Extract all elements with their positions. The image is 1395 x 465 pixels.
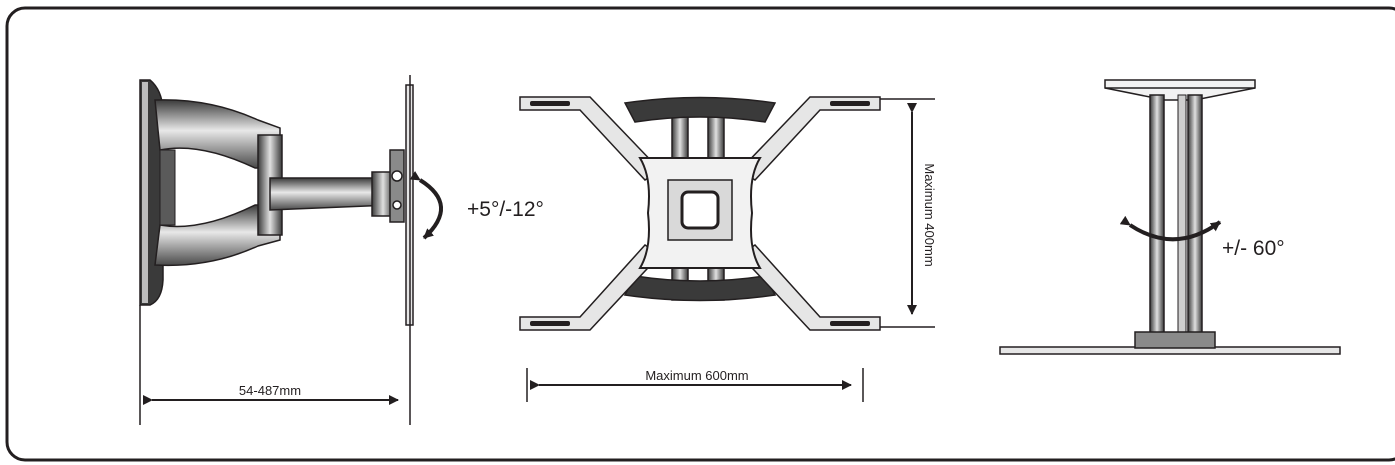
top-mount-head (1134, 331, 1216, 349)
swivel-range-label: +/- 60° (1222, 237, 1285, 260)
front-view-diagram: Maximum 400mm Maximum 600mm (519, 96, 937, 402)
tilt-range-label: +5°/-12° (467, 198, 544, 221)
depth-dimension-label: 54-487mm (239, 383, 301, 398)
top-arms (1149, 94, 1203, 346)
height-dimension-label: Maximum 400mm (922, 163, 937, 266)
tilt-arrow (409, 170, 443, 240)
wall-plate-bottom (623, 275, 777, 302)
top-view-diagram: +/- 60° (999, 79, 1341, 355)
outer-frame (5, 6, 1395, 462)
front-arm-slots (530, 101, 870, 326)
side-view-diagram: 54-487mm +5°/-12° (139, 75, 544, 425)
center-handle (680, 190, 720, 230)
width-dimension-label: Maximum 600mm (645, 368, 748, 383)
tilt-head (389, 149, 405, 223)
swivel-arrow (1119, 215, 1222, 242)
wall-plate-top (623, 96, 777, 123)
side-arms (154, 99, 395, 267)
